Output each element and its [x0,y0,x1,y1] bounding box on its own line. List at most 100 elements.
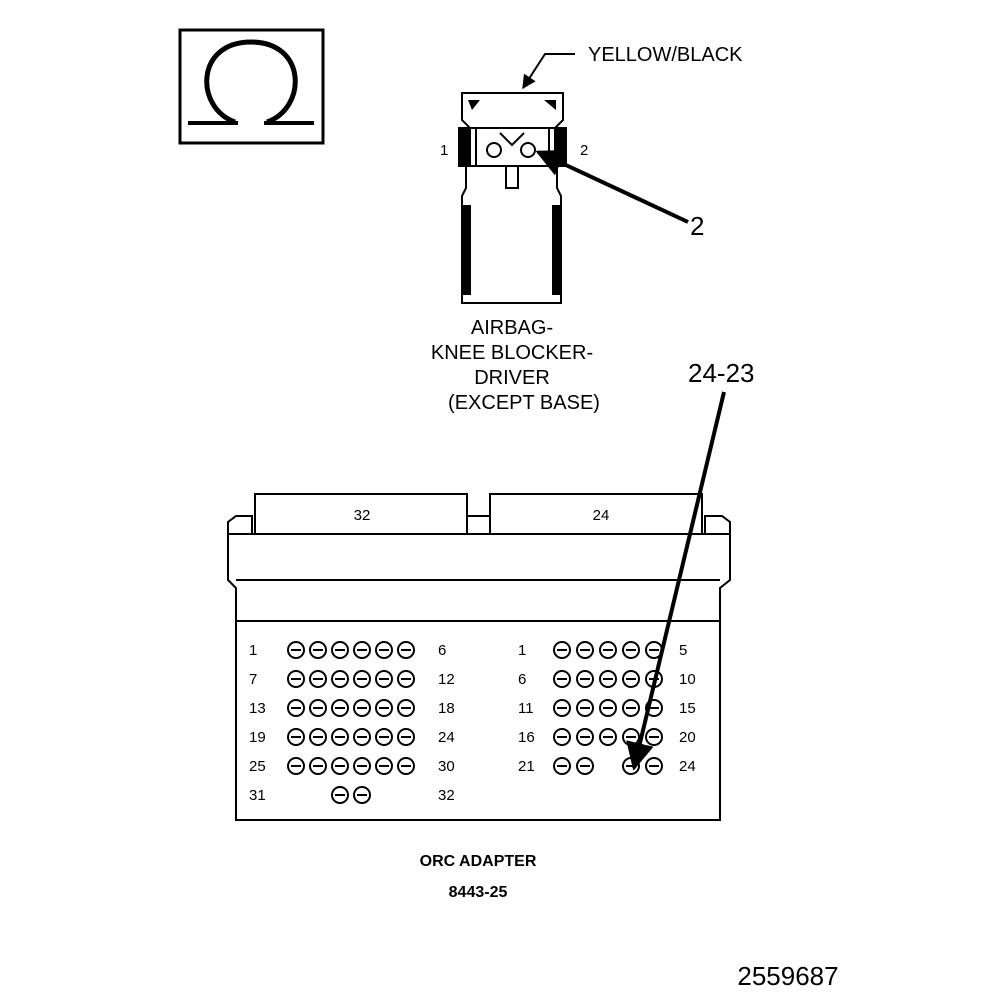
adapter-pin-cavity [599,670,617,688]
adapter-pin-cavity [397,728,415,746]
adapter-pin-cavity [331,757,349,775]
left-row-end-label: 12 [438,671,455,688]
adapter-pin-cavity [375,728,393,746]
orc-adapter [227,493,731,821]
left-row-start-label: 25 [249,758,266,775]
figure-number: 2559687 [737,961,838,991]
left-row-end-label: 32 [438,787,455,804]
left-row-start-label: 31 [249,787,266,804]
connector-drawing [458,92,567,304]
connector-callout-arrow [535,149,689,224]
adapter-pin-cavity [622,699,640,717]
adapter-pin-cavity [287,728,305,746]
connector-top [461,92,564,131]
adapter-pin-cavity [375,699,393,717]
connector-pin-right-label: 2 [580,142,588,159]
adapter-pin-cavity [645,728,663,746]
adapter-pin-cavity [353,728,371,746]
right-row-start-label: 11 [518,700,534,717]
adapter-callout-arrow [626,391,726,771]
adapter-pin-cavity [553,641,571,659]
adapter-pin-cavity [353,699,371,717]
adapter-pin-cavity [353,641,371,659]
adapter-pin-cavity [553,699,571,717]
connector-name-line-3: DRIVER [474,367,550,389]
adapter-title: ORC ADAPTER [420,853,537,870]
right-row-end-label: 15 [679,700,696,717]
adapter-pin-cavity [331,641,349,659]
left-row-start-label: 7 [249,671,257,688]
adapter-pin-cavity [309,641,327,659]
connector-name-line-2: KNEE BLOCKER- [431,342,593,364]
connector-pin-1-cavity [486,142,502,158]
left-row-end-label: 6 [438,642,446,659]
adapter-callout-label: 24-23 [688,358,755,388]
adapter-pin-cavity [576,728,594,746]
connector-callout-label: 2 [690,211,704,241]
right-row-end-label: 24 [679,758,696,775]
adapter-pin-cavity [622,728,640,746]
adapter-plug-left-label: 32 [354,507,371,524]
adapter-pin-cavity [353,786,371,804]
adapter-pin-cavity [375,670,393,688]
adapter-pin-cavity [309,728,327,746]
adapter-housing [227,533,731,622]
adapter-pin-cavity [309,670,327,688]
adapter-pin-cavity [287,699,305,717]
adapter-pin-cavity [397,699,415,717]
left-row-start-label: 13 [249,700,266,717]
adapter-pin-cavity [287,757,305,775]
adapter-pin-cavity [397,670,415,688]
adapter-pin-cavity [576,699,594,717]
adapter-pin-cavity [553,728,571,746]
adapter-plug-right-label: 24 [593,507,610,524]
adapter-plug-left [254,493,468,535]
adapter-pin-cavity [622,641,640,659]
adapter-pin-cavity [576,757,594,775]
adapter-pin-cavity [375,641,393,659]
adapter-pin-cavity [353,757,371,775]
connector-name: AIRBAG- KNEE BLOCKER- DRIVER (EXCEPT BAS… [431,317,600,414]
adapter-pin-cavity [375,757,393,775]
adapter-pin-cavity [331,728,349,746]
right-row-end-label: 10 [679,671,696,688]
left-row-end-label: 30 [438,758,455,775]
left-row-start-label: 1 [249,642,257,659]
adapter-pin-cavity [309,757,327,775]
adapter-pin-cavity [331,699,349,717]
right-row-start-label: 16 [518,729,535,746]
left-row-end-label: 24 [438,729,455,746]
adapter-part-number: 8443-25 [449,884,508,901]
adapter-pin-cavity [553,670,571,688]
adapter-pin-cavity [576,670,594,688]
right-row-start-label: 21 [518,758,535,775]
adapter-pin-cavity [645,757,663,775]
adapter-pin-cavity [331,786,349,804]
adapter-pin-cavity [309,699,327,717]
left-row-end-label: 18 [438,700,455,717]
adapter-plug-right [489,493,703,535]
connector-body [461,165,562,304]
adapter-pin-cavity [397,757,415,775]
connector-pin-2-cavity [520,142,536,158]
adapter-pin-cavity [287,670,305,688]
adapter-pin-cavity [599,728,617,746]
adapter-pin-cavity [576,641,594,659]
adapter-pin-cavity [353,670,371,688]
adapter-pin-cavity [599,641,617,659]
connector-pin-left-label: 1 [440,142,448,159]
right-row-start-label: 6 [518,671,526,688]
right-row-start-label: 1 [518,642,526,659]
adapter-pin-cavity [553,757,571,775]
right-row-end-label: 5 [679,642,687,659]
adapter-pin-cavity [287,641,305,659]
right-row-end-label: 20 [679,729,696,746]
connector-name-line-1: AIRBAG- [471,317,553,339]
connector-name-line-4: (EXCEPT BASE) [448,392,600,414]
ohm-symbol-box [178,28,325,145]
wire-color-label: YELLOW/BLACK [588,44,743,66]
wire-color-callout: YELLOW/BLACK [522,44,743,90]
